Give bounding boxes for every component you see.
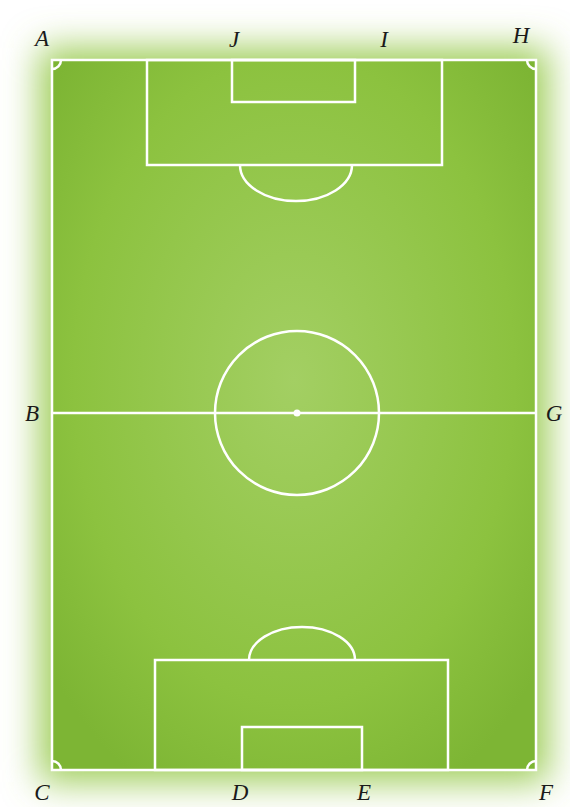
center-spot [294, 410, 301, 417]
field-glow [40, 48, 548, 782]
center-circle [215, 331, 379, 495]
point-label: E [357, 780, 371, 803]
corner-arc [52, 761, 61, 770]
point-label: G [546, 402, 563, 425]
touchline [52, 60, 536, 770]
corner-arc [527, 60, 536, 69]
point-label: I [380, 28, 388, 51]
pitch [52, 60, 536, 770]
point-label: A [35, 27, 49, 50]
point-label: F [539, 780, 553, 803]
penalty-arc [240, 165, 352, 201]
pitch-lines [52, 60, 536, 770]
point-label: D [232, 780, 249, 803]
penalty-arc [249, 627, 355, 660]
corner-arc [52, 60, 61, 69]
corner-arc [527, 761, 536, 770]
penalty-area [147, 60, 442, 165]
point-label: B [25, 402, 39, 425]
point-label: J [229, 28, 239, 51]
penalty-area [155, 660, 448, 770]
point-label: H [513, 24, 530, 47]
point-label: C [34, 780, 49, 803]
goal-area [242, 727, 362, 770]
goal-area [232, 60, 355, 102]
